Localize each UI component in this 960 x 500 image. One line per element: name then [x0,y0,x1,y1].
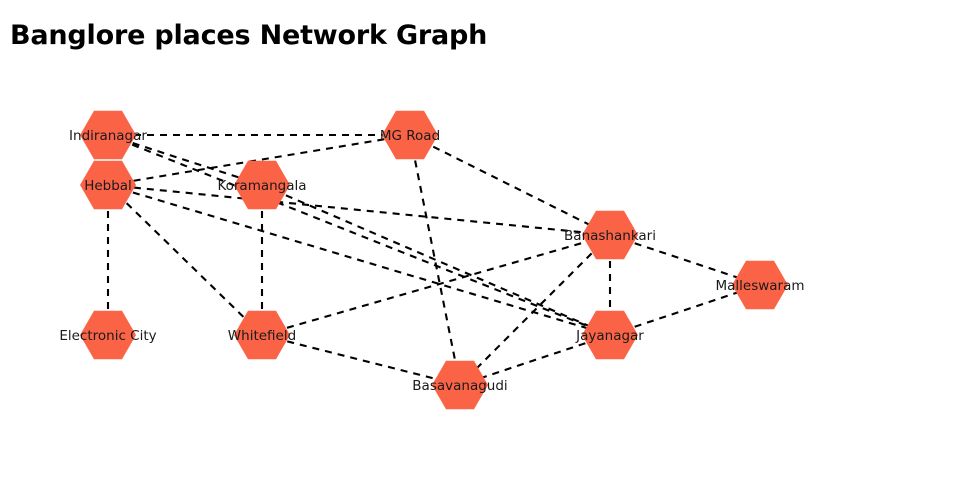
graph-edge [261,333,461,387]
hexagon-node-icon[interactable] [80,160,136,210]
hexagon-node-icon[interactable] [234,160,290,210]
node-label-banashankari: Banashankari [564,228,656,244]
graph-edge [459,234,611,386]
node-label-mg-road: MG Road [380,128,440,144]
node-label-hebbal: Hebbal [84,178,132,194]
page-title: Banglore places Network Graph [10,20,488,51]
graph-node-indiranagar[interactable]: Indiranagar [69,110,147,160]
node-label-electronic-city: Electronic City [59,328,156,344]
graph-edge [408,134,462,386]
graph-edge [107,134,611,336]
node-label-whitefield: Whitefield [228,328,296,344]
graph-edge [409,134,611,236]
graph-edge [459,334,611,386]
graph-node-malleswaram[interactable]: Malleswaram [715,260,805,310]
node-label-koramangala: Koramangala [217,178,306,194]
graph-node-whitefield[interactable]: Whitefield [228,310,296,360]
graph-edge [261,184,611,336]
hexagon-node-icon[interactable] [234,310,290,360]
graph-node-hebbal[interactable]: Hebbal [80,160,136,210]
graph-node-electronic-city[interactable]: Electronic City [59,310,157,360]
graph-edge [261,233,611,337]
graph-edge [107,183,611,237]
graph-node-mg-road[interactable]: MG Road [380,110,440,160]
graph-edge [107,184,263,336]
node-label-jayanagar: Jayanagar [575,328,644,344]
node-label-basavanagudi: Basavanagudi [412,378,507,394]
node-label-indiranagar: Indiranagar [69,128,147,144]
hexagon-node-icon[interactable] [582,210,638,260]
graph-node-basavanagudi[interactable]: Basavanagudi [412,360,508,410]
hexagon-node-icon[interactable] [80,310,136,360]
hexagon-node-icon[interactable] [582,310,638,360]
graph-edge [107,134,263,186]
graph-node-jayanagar[interactable]: Jayanagar [575,310,644,360]
node-label-malleswaram: Malleswaram [715,278,804,294]
graph-edge [609,234,761,286]
hexagon-node-icon[interactable] [432,360,488,410]
graph-node-koramangala[interactable]: Koramangala [217,160,307,210]
hexagon-node-icon[interactable] [80,110,136,160]
hexagon-node-icon[interactable] [732,260,788,310]
graph-edge [107,183,611,337]
graph-edge [609,284,761,336]
hexagon-node-icon[interactable] [382,110,438,160]
edge-layer [106,133,761,387]
graph-node-banashankari[interactable]: Banashankari [564,210,656,260]
